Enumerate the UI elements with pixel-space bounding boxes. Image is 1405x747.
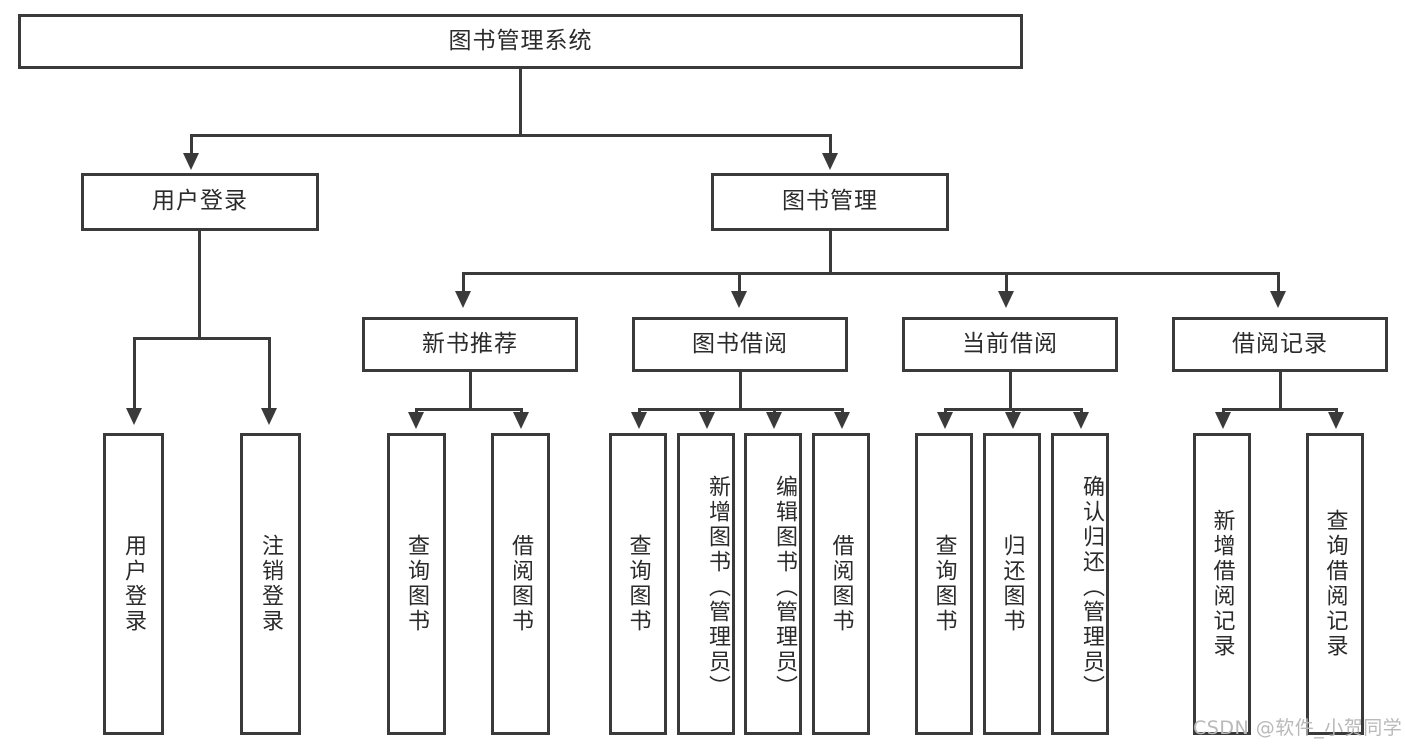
node-label: 借阅图书 (508, 534, 534, 634)
node-label: 新书推荐 (422, 330, 518, 357)
arrowhead-nbr-borrow-book (513, 412, 529, 429)
node-label: 借阅记录 (1232, 330, 1328, 357)
connector-new-book-recommend-stem (469, 372, 472, 408)
arrowhead-current-borrow (998, 291, 1014, 308)
arrowhead-bb-borrow-book (834, 412, 850, 429)
connector-nbr-child-1 (415, 408, 418, 414)
node-label: 图书管理系统 (448, 27, 593, 54)
connector-level3-bar (462, 272, 1277, 275)
arrowhead-bb-add-book (699, 412, 715, 429)
arrowhead-user-login (183, 153, 199, 170)
arrowhead-new-book-recommend (455, 291, 471, 308)
connector-nbr-child-2 (520, 408, 523, 414)
node-current-borrow[interactable]: 当前借阅 (902, 317, 1118, 372)
csdn-watermark: CSDN @软件_小贺同学 (1193, 717, 1403, 739)
connector-bb-child-4 (841, 408, 844, 414)
node-label: 归还图书 (999, 534, 1025, 634)
arrowhead-br-query-record (1328, 412, 1344, 429)
node-label: 新增借阅记录 (1209, 509, 1235, 659)
leaf-bb-query-book[interactable]: 查询图书 (609, 433, 667, 735)
arrowhead-cb-confirm-return (1073, 412, 1089, 429)
connector-br-child-1 (1222, 408, 1225, 414)
node-label: 编辑图书（管理员） (772, 474, 797, 700)
node-label: 用户登录 (152, 188, 248, 215)
node-label: 用户登录 (121, 534, 147, 634)
connector-to-new-book-recommend (462, 272, 465, 294)
arrowhead-bb-query-book (631, 412, 647, 429)
node-label: 查询图书 (625, 534, 651, 634)
connector-cb-child-1 (944, 408, 947, 414)
connector-user-login-child-1 (133, 337, 136, 410)
leaf-bb-edit-book[interactable]: 编辑图书（管理员） (744, 433, 802, 735)
connector-root-stem (519, 69, 522, 134)
arrowhead-nbr-query-book (408, 412, 424, 429)
node-borrow-record[interactable]: 借阅记录 (1172, 317, 1388, 372)
node-book-borrow[interactable]: 图书借阅 (632, 317, 848, 372)
leaf-cb-query-book[interactable]: 查询图书 (915, 433, 973, 735)
connector-cb-child-3 (1080, 408, 1083, 414)
node-label: 查询图书 (931, 534, 957, 634)
connector-user-login-stem (198, 231, 201, 337)
node-label: 新增图书（管理员） (705, 474, 730, 700)
arrowhead-bb-edit-book (766, 412, 782, 429)
connector-to-user-login (190, 134, 193, 156)
connector-user-login-bar (133, 337, 271, 340)
connector-bb-child-2 (706, 408, 709, 414)
connector-bb-child-3 (773, 408, 776, 414)
arrowhead-book-borrow (731, 291, 747, 308)
node-label: 注销登录 (258, 534, 284, 634)
arrowhead-br-add-record (1215, 412, 1231, 429)
connector-borrow-record-bar (1222, 408, 1338, 411)
node-user-login[interactable]: 用户登录 (81, 173, 319, 231)
connector-level2-bar (190, 134, 832, 137)
arrowhead-cb-return-book (1005, 412, 1021, 429)
leaf-logout[interactable]: 注销登录 (240, 433, 301, 735)
arrowhead-leaf-logout (261, 408, 277, 425)
arrowhead-cb-query-book (937, 412, 953, 429)
node-label: 查询图书 (404, 534, 430, 634)
leaf-cb-return-book[interactable]: 归还图书 (983, 433, 1041, 735)
node-label: 确认归还（管理员） (1079, 474, 1104, 700)
connector-borrow-record-stem (1279, 372, 1282, 408)
leaf-br-add-record[interactable]: 新增借阅记录 (1193, 433, 1251, 735)
connector-to-borrow-record (1277, 272, 1280, 294)
node-root-book-management-system[interactable]: 图书管理系统 (18, 14, 1023, 69)
node-label: 查询借阅记录 (1322, 509, 1348, 659)
connector-bb-child-1 (638, 408, 641, 414)
arrowhead-borrow-record (1270, 291, 1286, 308)
node-label: 当前借阅 (962, 330, 1058, 357)
connector-to-book-borrow (738, 272, 741, 294)
node-new-book-recommend[interactable]: 新书推荐 (362, 317, 578, 372)
connector-to-current-borrow (1005, 272, 1008, 294)
leaf-bb-borrow-book[interactable]: 借阅图书 (812, 433, 870, 735)
leaf-user-login[interactable]: 用户登录 (103, 433, 164, 735)
connector-book-borrow-stem (739, 372, 742, 408)
leaf-cb-confirm-return[interactable]: 确认归还（管理员） (1051, 433, 1109, 735)
node-book-management[interactable]: 图书管理 (711, 173, 949, 231)
connector-to-book-management (829, 134, 832, 156)
node-label: 图书管理 (782, 188, 878, 215)
connector-current-borrow-stem (1009, 372, 1012, 408)
leaf-bb-add-book[interactable]: 新增图书（管理员） (677, 433, 735, 735)
connector-cb-child-2 (1012, 408, 1015, 414)
leaf-nbr-borrow-book[interactable]: 借阅图书 (491, 433, 550, 735)
leaf-br-query-record[interactable]: 查询借阅记录 (1306, 433, 1364, 735)
connector-new-book-recommend-bar (415, 408, 523, 411)
connector-user-login-child-2 (268, 337, 271, 410)
connector-br-child-2 (1335, 408, 1338, 414)
connector-book-borrow-bar (638, 408, 841, 411)
arrowhead-leaf-user-login (126, 408, 142, 425)
node-label: 图书借阅 (692, 330, 788, 357)
leaf-nbr-query-book[interactable]: 查询图书 (387, 433, 446, 735)
arrowhead-book-management (822, 153, 838, 170)
node-label: 借阅图书 (828, 534, 854, 634)
connector-book-management-stem (829, 231, 832, 272)
